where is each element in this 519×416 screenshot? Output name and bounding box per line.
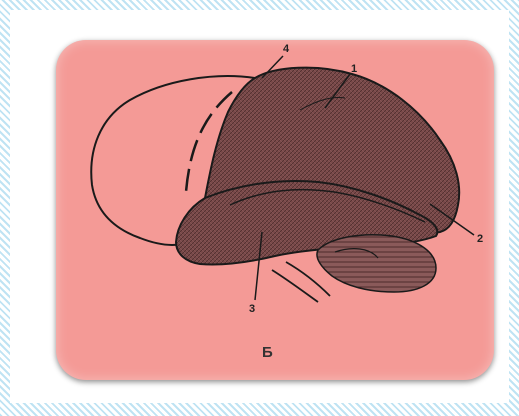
label-2: 2	[477, 233, 483, 245]
brainstem-line	[272, 270, 318, 302]
label-3: 3	[249, 303, 255, 315]
figure-caption: Б	[262, 344, 273, 361]
label-1: 1	[351, 63, 357, 75]
label-4: 4	[283, 43, 290, 55]
cerebellum	[317, 235, 436, 292]
